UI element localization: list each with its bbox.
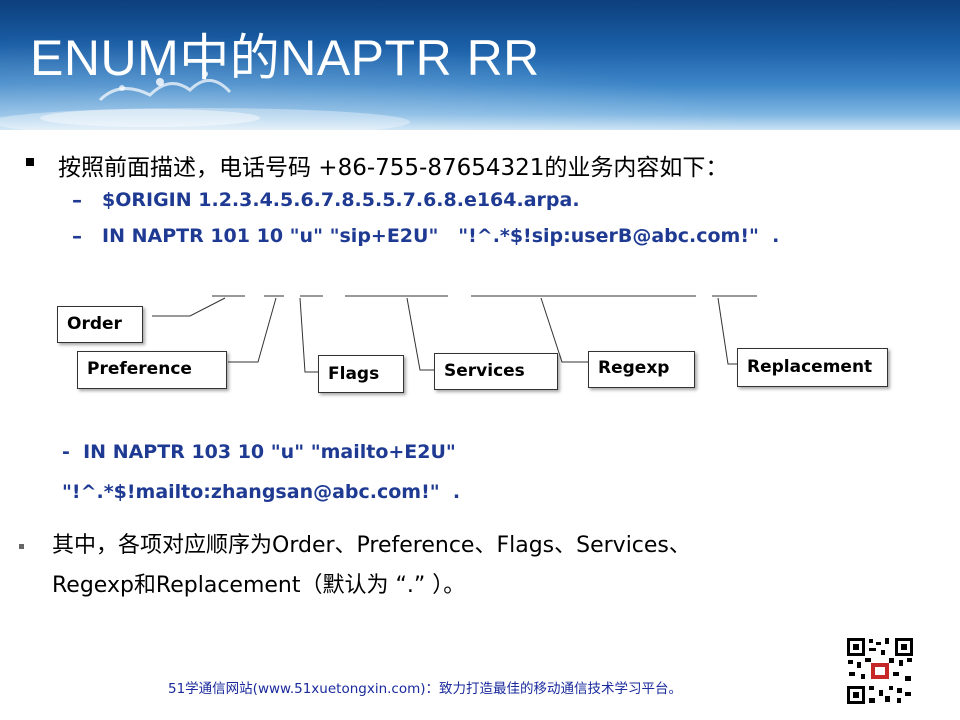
- title-banner: ENUM中的NAPTR RR: [0, 0, 960, 130]
- field-order-text-line-2: Regexp和Replacement（默认为 “.” ）。: [52, 573, 466, 598]
- field-box-flags: Flags: [318, 355, 404, 393]
- bullet-intro-text: 按照前面描述，电话号码 +86-755-87654321的业务内容如下：: [58, 155, 729, 181]
- footer-text: 51学通信网站(www.51xuetongxin.com)：致力打造最佳的移动通…: [168, 681, 683, 697]
- field-box-regexp: Regexp: [588, 351, 695, 388]
- bullet-marker: [26, 158, 34, 166]
- field-box-order: Order: [57, 306, 143, 343]
- naptr-mailto-line-1: - IN NAPTR 103 10 "u" "mailto+E2U": [62, 441, 456, 463]
- qr-code-icon: [845, 636, 915, 706]
- banner-highlight: [0, 0, 960, 130]
- naptr-mailto-line-2: "!^.*$!mailto:zhangsan@abc.com!" .: [62, 481, 461, 503]
- field-box-services: Services: [434, 353, 558, 390]
- dash-marker: –: [72, 188, 82, 212]
- field-order-text-line-1: 其中，各项对应顺序为Order、Preference、Flags、Service…: [52, 533, 691, 558]
- bullet-marker: [19, 544, 24, 549]
- field-box-replacement: Replacement: [737, 348, 888, 387]
- naptr-sip-line: IN NAPTR 101 10 "u" "sip+E2U" "!^.*$!sip…: [102, 225, 780, 247]
- page-title: ENUM中的NAPTR RR: [30, 30, 540, 86]
- water-splash-graphic: [0, 71, 410, 130]
- origin-line: $ORIGIN 1.2.3.4.5.6.7.8.5.5.7.6.8.e164.a…: [102, 189, 580, 211]
- field-box-preference: Preference: [77, 351, 227, 389]
- dash-marker: –: [72, 224, 82, 248]
